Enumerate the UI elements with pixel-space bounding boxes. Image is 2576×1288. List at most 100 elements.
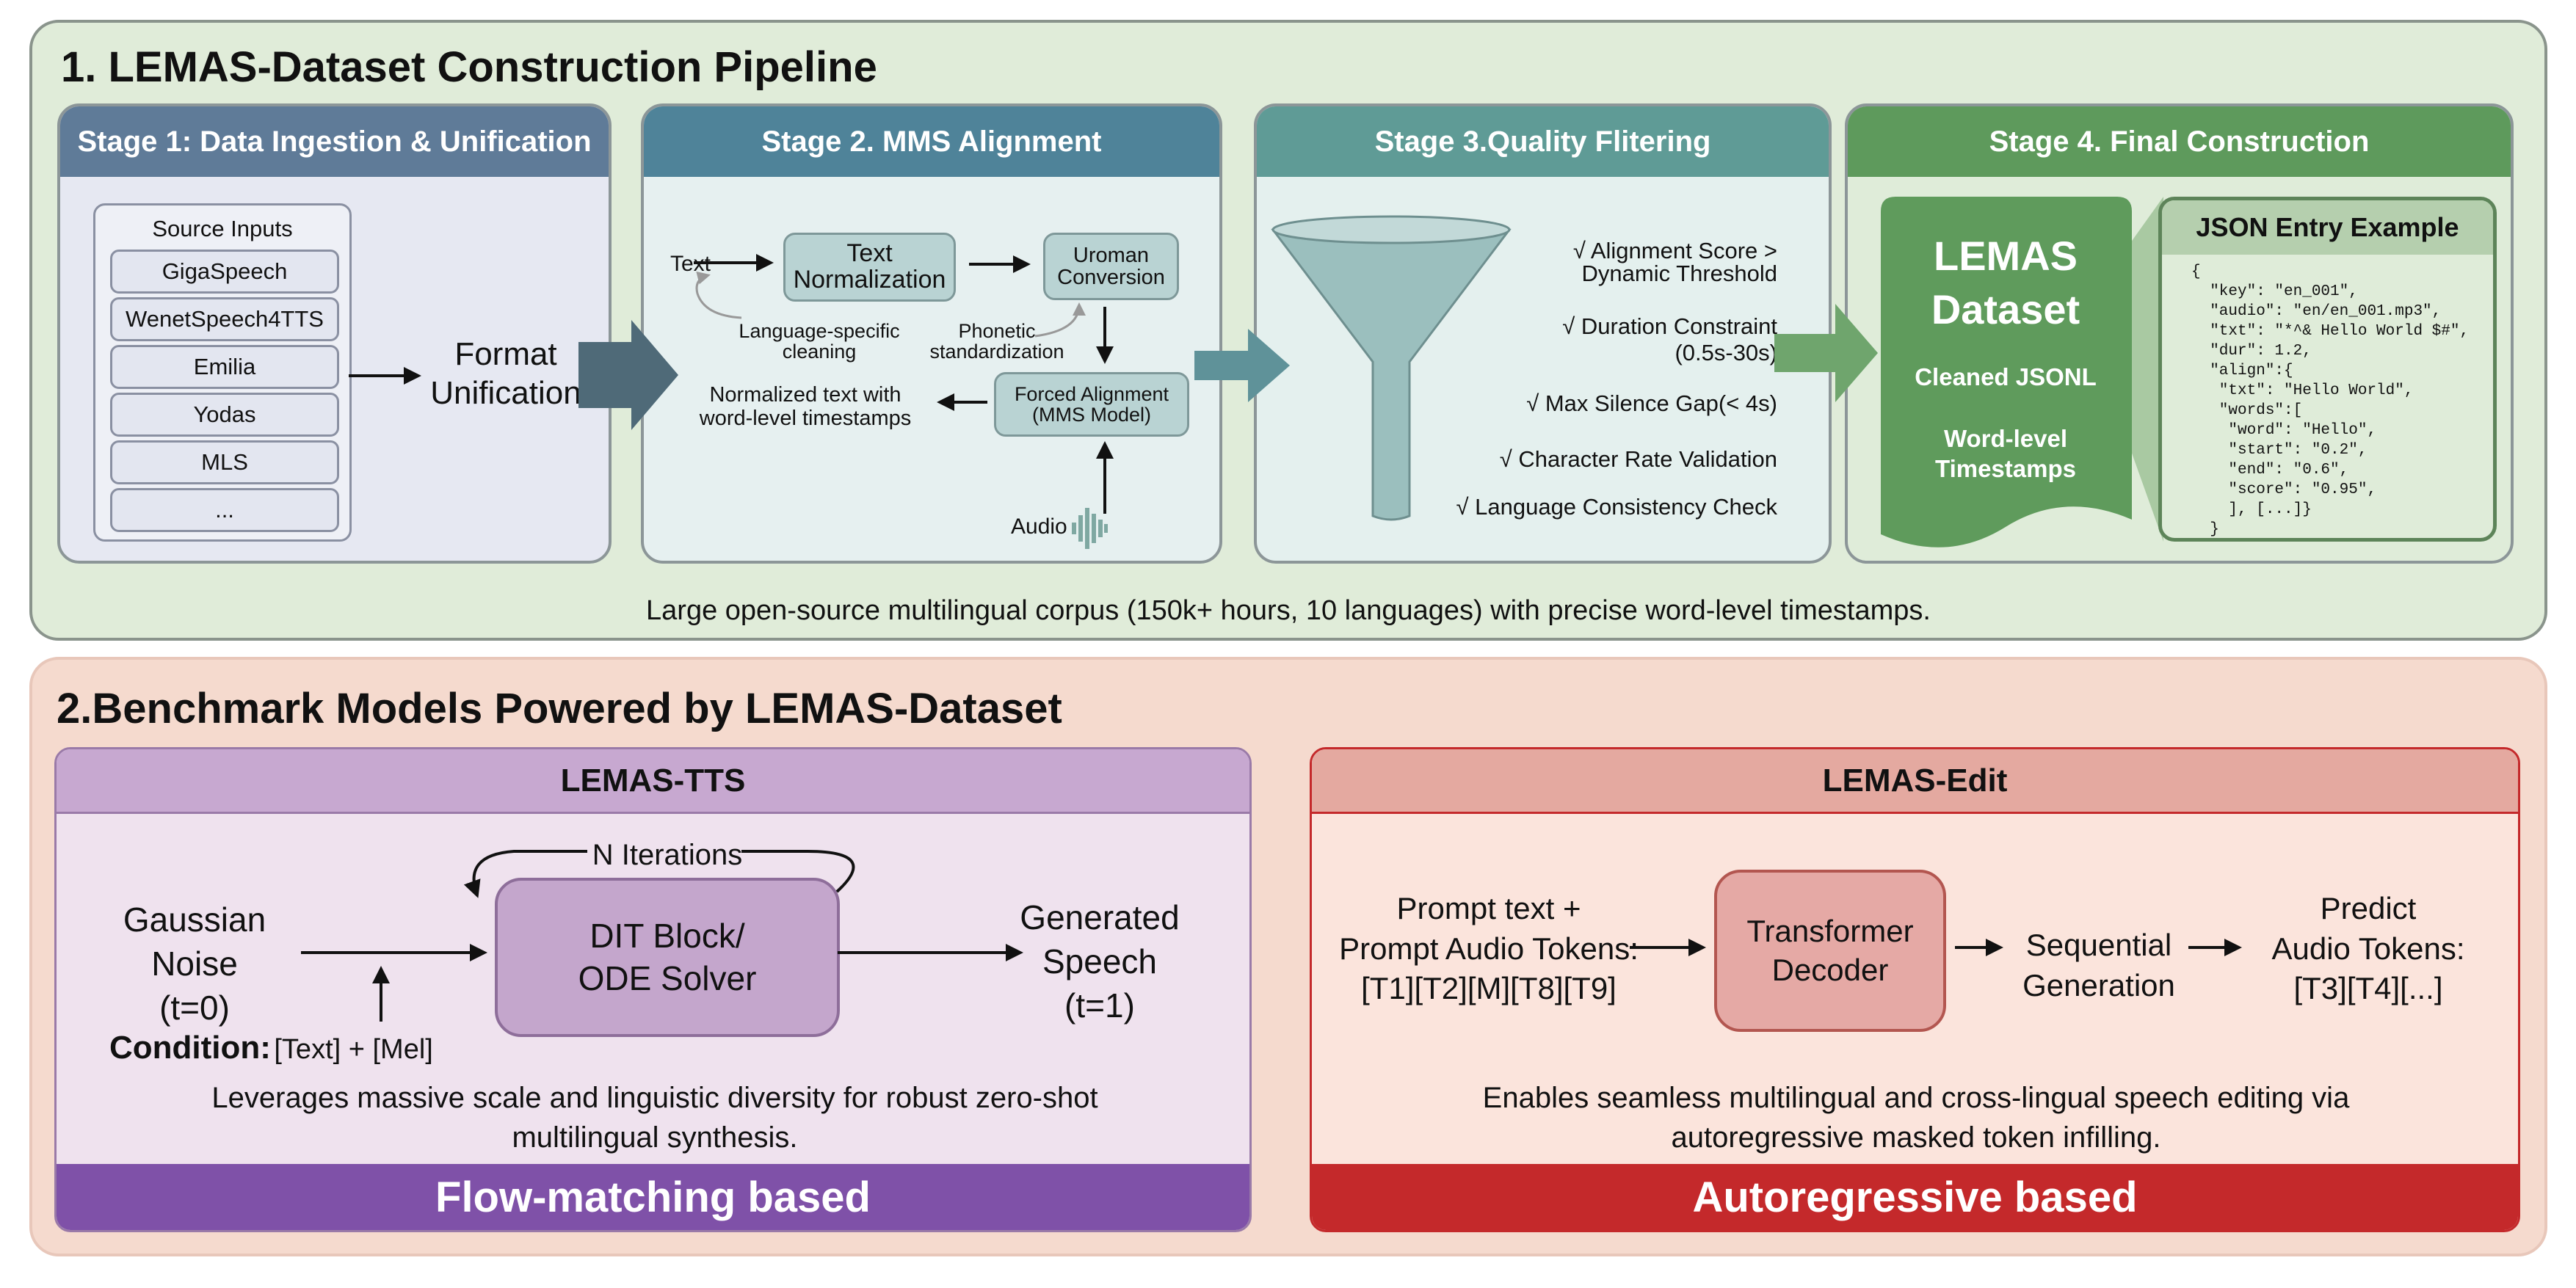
lemas-edit-title: LEMAS-Edit	[1312, 749, 2518, 814]
stage1-box: Stage 1: Data Ingestion & Unification So…	[57, 103, 612, 564]
source-item: ...	[110, 488, 339, 532]
stage3-box: Stage 3.Quality Flitering √ Alignment Sc…	[1254, 103, 1832, 564]
edit-description: Enables seamless multilingual and cross-…	[1483, 1078, 2350, 1157]
source-inputs-title: Source Inputs	[152, 216, 293, 241]
pipeline-title: 1. LEMAS-Dataset Construction Pipeline	[61, 43, 877, 91]
uroman-line2: Conversion	[1057, 266, 1165, 289]
waveform-icon	[1072, 508, 1108, 549]
text-norm-line1: Text	[846, 239, 893, 268]
forced-alignment-box: Forced Alignment(MMS Model)	[994, 372, 1189, 437]
doc-line4: Word-level	[1943, 425, 2068, 452]
tts-footer: Flow-matching based	[57, 1164, 1249, 1230]
tts-desc-line1: Leverages massive scale and linguistic d…	[211, 1082, 1098, 1114]
forced-line2: (MMS Model)	[1031, 404, 1151, 426]
json-line: {	[2191, 263, 2201, 280]
cleaned-jsonl-label: Cleaned JSONL	[1915, 363, 2097, 390]
lemas-tts-title: LEMAS-TTS	[57, 749, 1249, 814]
dataset-document-icon	[1881, 197, 2132, 547]
text-norm-line2: Normalization	[793, 266, 946, 294]
condition-label: Condition: [Text] + [Mel]	[109, 1030, 433, 1066]
edit-desc-line1: Enables seamless multilingual and cross-…	[1482, 1082, 2350, 1114]
json-line: "end": "0.6",	[2191, 462, 2349, 479]
criterion: (0.5s-30s)	[1675, 340, 1777, 365]
gen-line1: Generated	[1020, 898, 1180, 936]
criterion: √ Character Rate Validation	[1499, 446, 1777, 472]
forced-line1: Forced Alignment	[1014, 382, 1169, 405]
json-line: "txt": "*^& Hello World $#",	[2191, 323, 2470, 340]
funnel-icon	[1271, 215, 1512, 521]
gen-line2: Speech	[1042, 942, 1158, 980]
json-line: "audio": "en/en_001.mp3",	[2191, 303, 2442, 320]
criterion: √ Max Silence Gap(< 4s)	[1526, 390, 1777, 416]
criterion: √ Duration Constraint	[1562, 313, 1777, 339]
stage4-title: Stage 4. Final Construction	[1848, 106, 2511, 177]
lang-line1: Language-specific	[739, 320, 900, 342]
json-example-title: JSON Entry Example	[2162, 200, 2493, 255]
noise-line3: (t=0)	[159, 988, 230, 1027]
block-line1: DIT Block/	[589, 917, 745, 955]
source-item: WenetSpeech4TTS	[110, 297, 339, 341]
json-line: "start": "0.2",	[2191, 442, 2368, 459]
pred-line2: Audio Tokens:	[2271, 931, 2465, 966]
json-line: "score": "0.95",	[2191, 481, 2377, 498]
criterion: √ Alignment Score >	[1572, 238, 1777, 263]
source-item: MLS	[110, 440, 339, 484]
dec-line1: Transformer	[1746, 914, 1914, 948]
source-item: GigaSpeech	[110, 250, 339, 294]
phon-line1: Phonetic	[958, 320, 1036, 342]
json-line: "words":[	[2191, 402, 2303, 419]
stage3-title: Stage 3.Quality Flitering	[1257, 106, 1829, 177]
connector-shape	[2127, 197, 2163, 542]
pred-line1: Predict	[2320, 891, 2417, 925]
json-line: "key": "en_001",	[2191, 283, 2358, 300]
format-line2: Unification	[430, 374, 581, 411]
benchmark-title: 2.Benchmark Models Powered by LEMAS-Data…	[57, 685, 1062, 732]
prompt-label: Prompt text +Prompt Audio Tokens:[T1][T2…	[1339, 889, 1639, 1009]
source-item: Yodas	[110, 393, 339, 437]
json-example-code: { "key": "en_001", "audio": "en/en_001.m…	[2162, 255, 2493, 538]
json-line: "txt": "Hello World",	[2191, 382, 2414, 399]
out-line1: Normalized text with	[709, 383, 901, 407]
n-iterations-label: N Iterations	[592, 839, 743, 871]
tts-desc-line2: multilingual synthesis.	[512, 1121, 798, 1154]
dit-block-box: DIT Block/ODE Solver	[495, 878, 840, 1037]
source-item: Emilia	[110, 345, 339, 389]
json-line: "align":{	[2191, 363, 2293, 379]
source-inputs-box: Source Inputs GigaSpeech WenetSpeech4TTS…	[93, 203, 352, 542]
stage1-title: Stage 1: Data Ingestion & Unification	[60, 106, 609, 177]
json-line: "word": "Hello",	[2191, 422, 2377, 439]
doc-line5: Timestamps	[1935, 455, 2076, 483]
lemas-edit-box: LEMAS-Edit Prompt text +Prompt Audio Tok…	[1310, 747, 2520, 1232]
criterion: Dynamic Threshold	[1581, 261, 1777, 286]
noise-line1: Gaussian	[123, 900, 266, 939]
prompt-line1: Prompt text +	[1396, 891, 1581, 925]
json-example-box: JSON Entry Example { "key": "en_001", "a…	[2158, 197, 2497, 542]
phon-line2: standardization	[929, 341, 1064, 363]
seq-line2: Generation	[2022, 967, 2175, 1003]
lang-line2: cleaning	[782, 341, 857, 363]
condition-key: Condition:	[109, 1030, 271, 1066]
criterion: √ Language Consistency Check	[1456, 494, 1778, 520]
uroman-line1: Uroman	[1073, 243, 1150, 267]
format-line1: Format	[454, 336, 557, 372]
edit-footer: Autoregressive based	[1312, 1164, 2518, 1230]
dec-line2: Decoder	[1771, 952, 1889, 987]
condition-value: [Text] + [Mel]	[274, 1034, 433, 1065]
text-input-label: Text	[670, 252, 711, 276]
